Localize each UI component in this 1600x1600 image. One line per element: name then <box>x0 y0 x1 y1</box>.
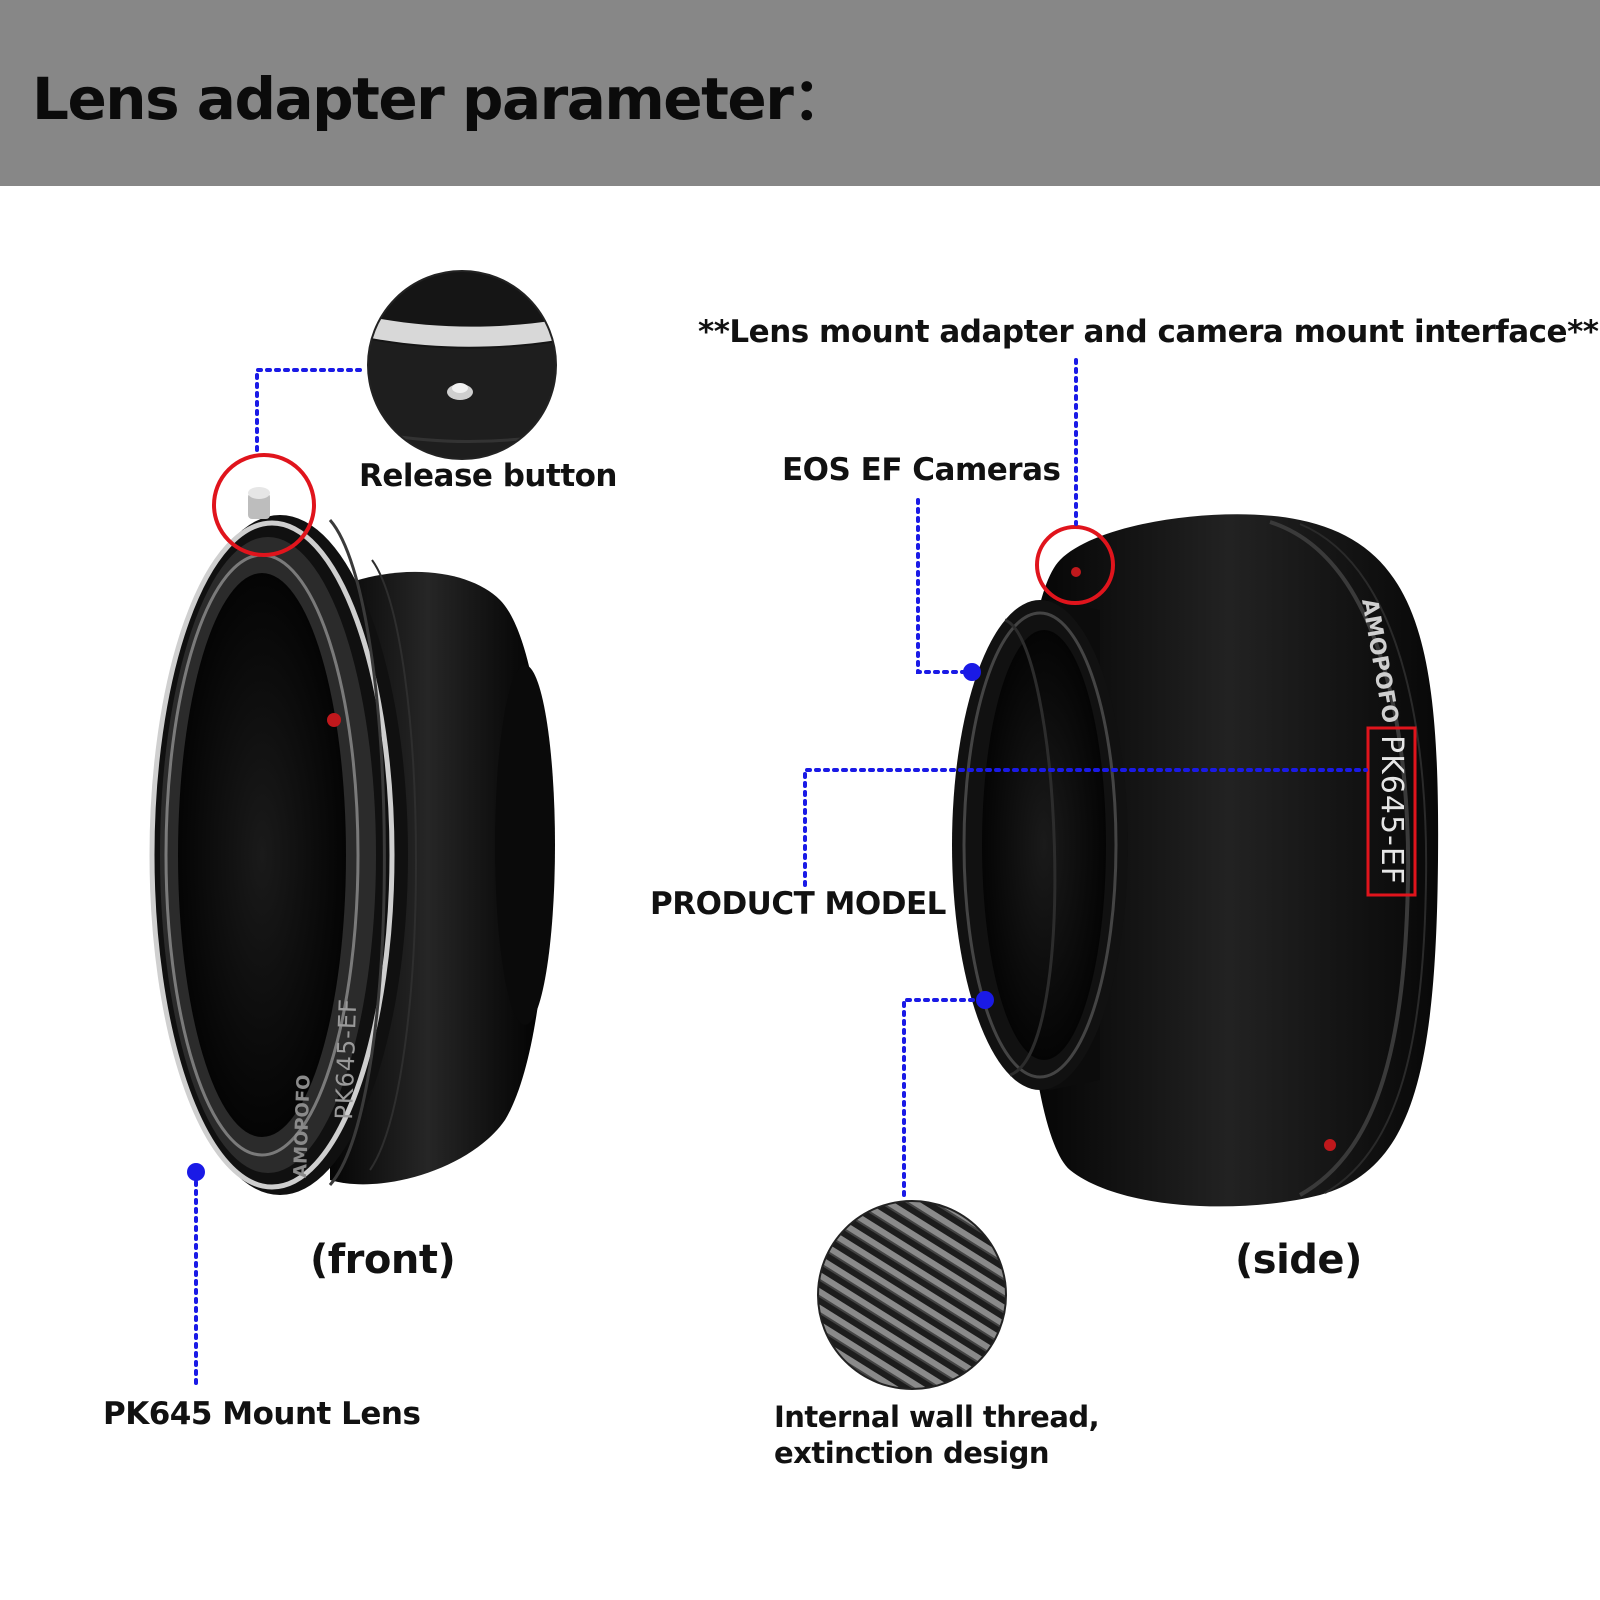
internal-thread-label-line1: Internal wall thread, <box>774 1400 1100 1434</box>
side-model-engraving: PK645-EF <box>1374 735 1409 885</box>
front-model-engraving: PK645-EF <box>330 998 362 1121</box>
eos-ef-cameras-label: EOS EF Cameras <box>782 452 1061 488</box>
blue-dot-icon <box>187 1163 205 1181</box>
internal-thread-zoom <box>817 1200 1007 1390</box>
mount-interface-marker-icon <box>1035 525 1115 605</box>
front-caption: (front) <box>310 1237 456 1283</box>
internal-thread-label-line2: extinction design <box>774 1436 1050 1470</box>
side-adapter-image <box>952 514 1439 1207</box>
header-banner: Lens adapter parameter： <box>0 0 1600 186</box>
page-title: Lens adapter parameter： <box>32 65 850 133</box>
blue-dot-icon <box>963 663 981 681</box>
release-button-zoom <box>367 270 557 460</box>
red-index-dot-icon <box>327 713 341 727</box>
pk645-mount-lens-label: PK645 Mount Lens <box>103 1396 421 1432</box>
blue-dot-icon <box>976 991 994 1009</box>
release-button-label: Release button <box>359 458 618 494</box>
interface-note-label: **Lens mount adapter and camera mount in… <box>698 314 1599 350</box>
product-model-label: PRODUCT MODEL <box>650 886 946 922</box>
product-model-highlight-box <box>1366 726 1417 897</box>
side-caption: (side) <box>1235 1237 1362 1283</box>
release-button-marker-icon <box>212 453 316 557</box>
front-adapter-image <box>149 487 555 1195</box>
rear-red-dot-icon <box>1071 567 1081 577</box>
front-brand-logo: AMOPOFO <box>290 1074 315 1178</box>
bottom-red-dot-icon <box>1324 1139 1336 1151</box>
